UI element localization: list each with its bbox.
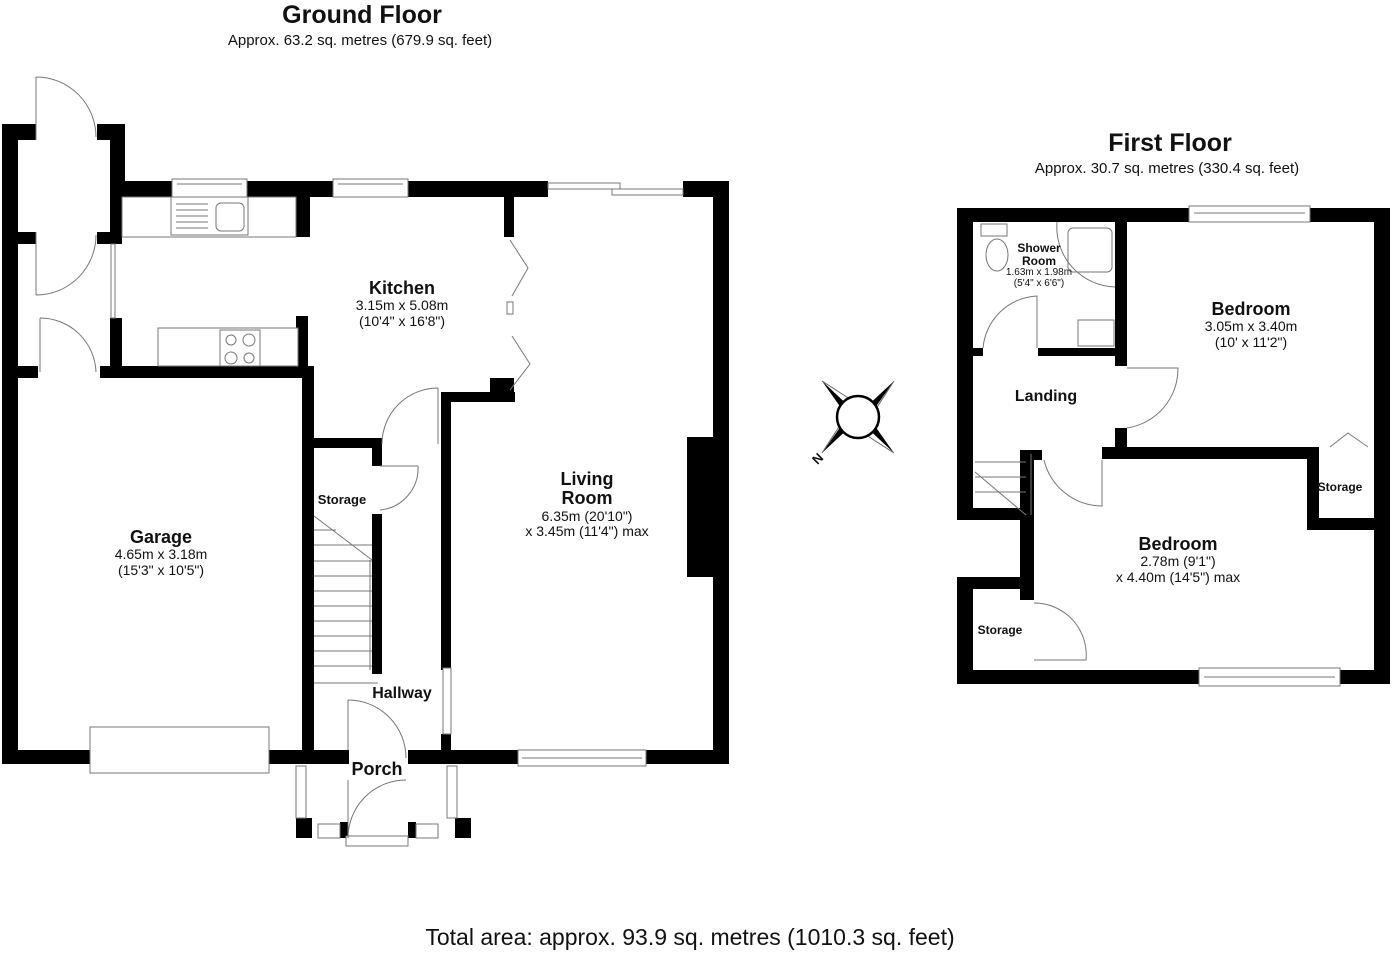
- room-name: Garage: [129, 527, 193, 547]
- room-dimensions-max: x 4.40m (14'5") max: [1115, 568, 1241, 585]
- total-area: Total area: approx. 93.9 sq. metres (101…: [425, 924, 955, 950]
- first-floor-door-swings: [982, 295, 1179, 661]
- room-label-bedroom-1: Bedroom 3.05m x 3.40m (10' x 11'2"): [1204, 299, 1298, 350]
- room-label-garage: Garage 4.65m x 3.18m (15'3" x 10'5"): [114, 527, 208, 578]
- room-name: Kitchen: [368, 278, 436, 298]
- room-label-bedroom-2: Bedroom 2.78m (9'1") x 4.40m (14'5") max: [1115, 534, 1241, 585]
- room-dimensions-imperial: (10' x 11'2"): [1214, 333, 1288, 350]
- first-floor-walls: [957, 208, 1390, 684]
- ground-floor-door-swings: [35, 76, 439, 839]
- room-label-living-room: Living Room 6.35m (20'10") x 3.45m (11'4…: [525, 469, 649, 539]
- compass-north-icon: [821, 380, 895, 454]
- room-label-storage: Storage: [317, 492, 367, 507]
- first-floor-fixtures: [974, 205, 1369, 687]
- room-label-storage-left: Storage: [977, 623, 1023, 637]
- room-dimensions: 4.65m x 3.18m: [114, 546, 208, 563]
- room-name-line1: Shower: [1017, 241, 1061, 255]
- room-dimensions-imperial: (15'3" x 10'5"): [117, 561, 205, 578]
- room-dimensions: 1.63m x 1.98m: [1005, 266, 1073, 278]
- room-dimensions: 3.15m x 5.08m: [355, 297, 449, 314]
- room-name: Bedroom: [1211, 299, 1291, 319]
- room-label-porch: Porch: [351, 759, 403, 779]
- ground-floor-area: Approx. 63.2 sq. metres (679.9 sq. feet): [227, 32, 493, 49]
- room-dimensions: 6.35m (20'10"): [541, 507, 633, 524]
- room-dimensions-imperial: (10'4" x 16'8"): [358, 312, 446, 329]
- ground-floor-fixtures: [89, 178, 684, 847]
- room-label-shower-room: Shower Room 1.63m x 1.98m (5'4" x 6'6"): [1006, 242, 1072, 290]
- ground-floor-walls: [2, 124, 729, 838]
- room-dimensions-max: x 3.45m (11'4") max: [525, 522, 649, 539]
- room-label-landing: Landing: [1014, 388, 1078, 405]
- room-label-hallway: Hallway: [372, 685, 432, 702]
- room-dimensions-imperial: (5'4" x 6'6"): [1013, 277, 1065, 289]
- room-dimensions: 2.78m (9'1"): [1140, 553, 1216, 570]
- room-label-kitchen: Kitchen 3.15m x 5.08m (10'4" x 16'8"): [355, 278, 449, 329]
- room-name-line2: Room: [1022, 253, 1056, 268]
- room-label-storage-right: Storage: [1317, 480, 1363, 494]
- first-floor-area: Approx. 30.7 sq. metres (330.4 sq. feet): [1034, 160, 1300, 177]
- first-floor-title: First Floor: [1108, 129, 1232, 157]
- room-name: Bedroom: [1138, 534, 1218, 554]
- room-name-line2: Room: [561, 488, 613, 509]
- ground-floor-title: Ground Floor: [282, 1, 442, 29]
- room-dimensions: 3.05m x 3.40m: [1204, 318, 1298, 335]
- room-name-line1: Living: [560, 469, 614, 489]
